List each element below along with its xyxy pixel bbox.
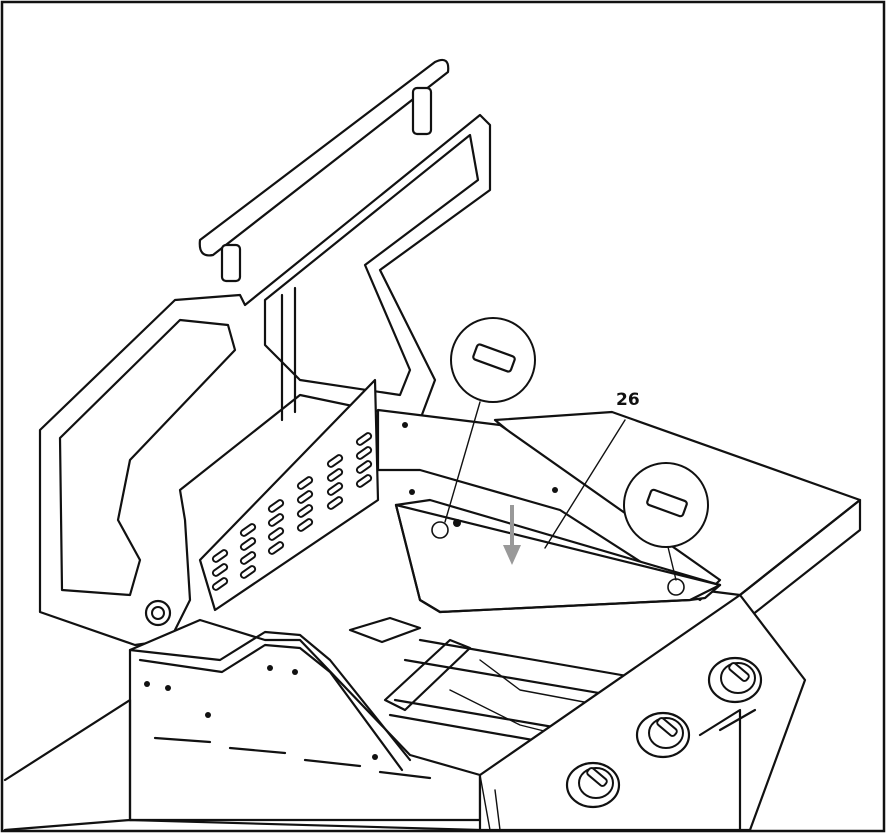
control-knobs [565, 656, 763, 809]
heat-shield [198, 378, 380, 612]
detail-callout-right [623, 462, 709, 581]
firebox-body [128, 618, 482, 822]
vent-slot [211, 577, 229, 591]
vent-slot [355, 460, 373, 474]
knob-middle [635, 711, 691, 759]
vent-slot [267, 499, 285, 513]
vent-slot [355, 432, 373, 446]
part-label-26: 26 [544, 390, 640, 549]
part-number-label: 26 [616, 390, 640, 410]
vent-slot [296, 504, 314, 518]
knob-right [707, 656, 763, 704]
vent-slot [239, 537, 257, 551]
vent-slot [326, 468, 344, 482]
vent-slot [355, 446, 373, 460]
vent-slot [326, 482, 344, 496]
cart-base [3, 698, 482, 832]
vent-slot [326, 496, 344, 510]
vent-slot [267, 541, 285, 555]
detail-callout-left [444, 317, 536, 523]
warming-rack-part [394, 498, 722, 614]
vent-slot [239, 551, 257, 565]
vent-slot [296, 476, 314, 490]
vent-slot [211, 563, 229, 577]
vent-slots [211, 432, 373, 591]
lid-handle [198, 58, 450, 283]
knob-left [565, 761, 621, 809]
vent-slot [267, 513, 285, 527]
vent-slot [296, 490, 314, 504]
vent-slot [239, 565, 257, 579]
vent-slot [355, 474, 373, 488]
vent-slot [267, 527, 285, 541]
vent-slot [211, 549, 229, 563]
vent-slot [326, 454, 344, 468]
hinge-bolt [144, 599, 172, 627]
vent-slot [296, 518, 314, 532]
control-panel [478, 593, 807, 832]
insert-direction-arrow [503, 505, 521, 565]
vent-slot [239, 523, 257, 537]
